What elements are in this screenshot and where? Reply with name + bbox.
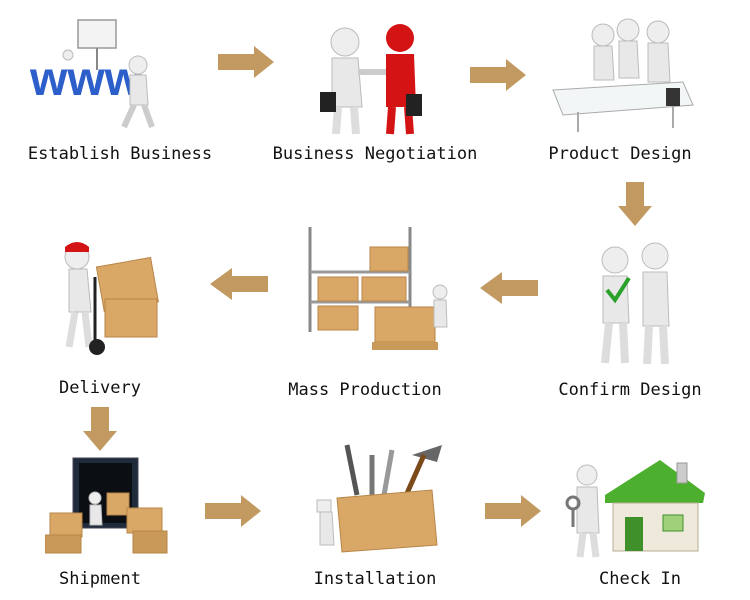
step-label-installation: Installation: [313, 569, 437, 589]
step-label-check-in: Check In: [599, 569, 681, 589]
approval-check-icon: [585, 238, 685, 368]
arrow-left-icon: [210, 268, 268, 305]
step-label-mass-production: Mass Production: [288, 380, 442, 400]
arrow-down-icon: [618, 182, 652, 231]
shipping-container-icon: [44, 453, 170, 558]
house-key-icon: [565, 455, 710, 560]
hand-truck-icon: [55, 237, 175, 362]
step-label-confirm-design: Confirm Design: [558, 380, 702, 400]
arrow-right-icon: [470, 59, 526, 96]
step-label-delivery: Delivery: [59, 378, 141, 398]
arrow-right-icon: [205, 495, 261, 532]
step-label-business-negotiation: Business Negotiation: [272, 144, 478, 164]
arrow-down-icon: [83, 407, 117, 456]
warehouse-pallets-icon: [300, 222, 455, 357]
design-meeting-icon: [548, 10, 698, 135]
svg-text:www: www: [30, 53, 143, 106]
step-label-establish-business: Establish Business: [27, 144, 213, 164]
toolbox-icon: [312, 440, 457, 560]
handshake-icon: [310, 12, 435, 137]
arrow-right-icon: [485, 495, 541, 532]
step-label-product-design: Product Design: [548, 144, 692, 164]
arrow-right-icon: [218, 46, 274, 83]
step-label-shipment: Shipment: [59, 569, 141, 589]
website-person-icon: www: [29, 15, 195, 130]
arrow-left-icon: [480, 272, 538, 309]
